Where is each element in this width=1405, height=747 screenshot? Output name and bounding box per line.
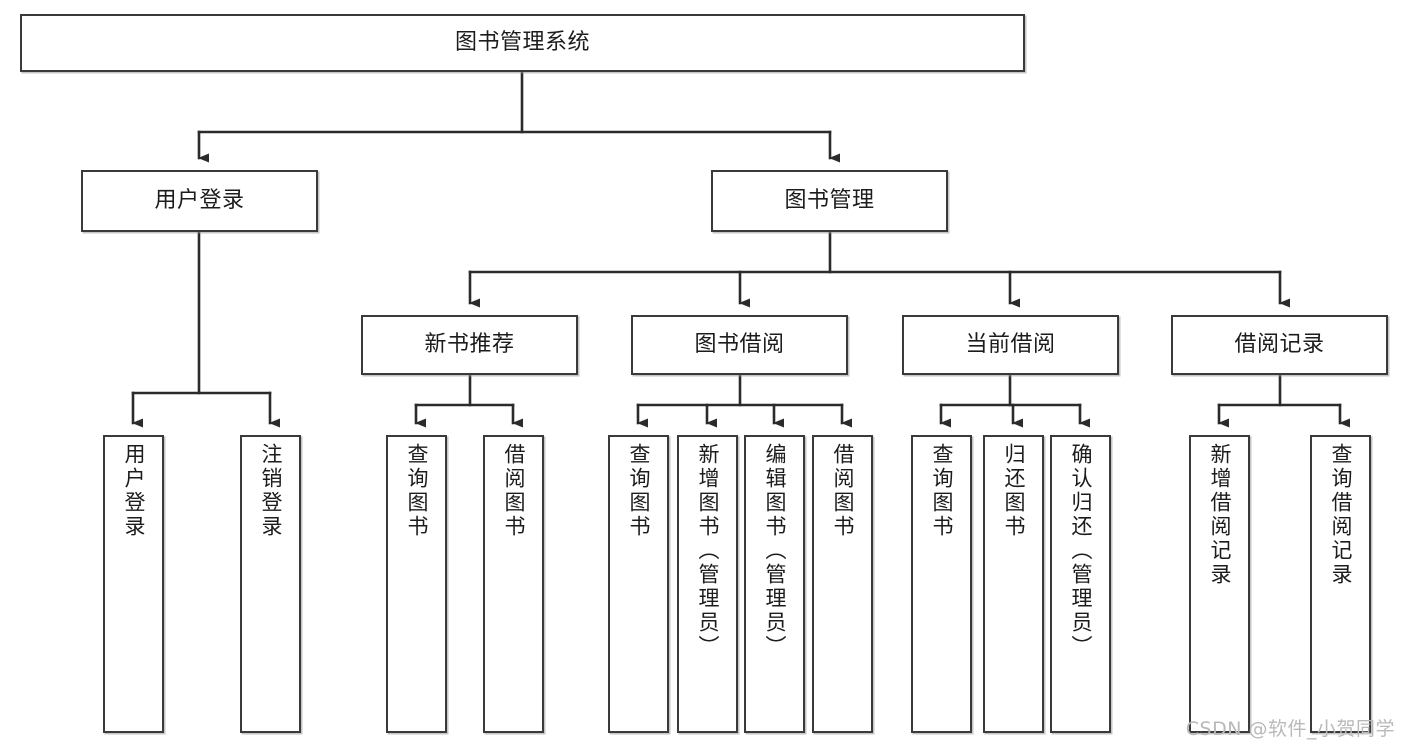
leaf-label: 查询图书 <box>405 443 429 539</box>
node-label: 借阅记录 <box>1234 331 1325 357</box>
node-label: 当前借阅 <box>965 331 1056 357</box>
leaf-return-book[interactable]: 归还图书 <box>983 435 1044 733</box>
leaf-label: 查询图书 <box>627 443 651 539</box>
leaf-borrow-book-newbook[interactable]: 借阅图书 <box>483 435 544 733</box>
node-current-borrowing[interactable]: 当前借阅 <box>902 315 1119 375</box>
node-book-management[interactable]: 图书管理 <box>711 170 948 232</box>
leaf-query-book-newbook[interactable]: 查询图书 <box>386 435 447 733</box>
node-borrowing-records[interactable]: 借阅记录 <box>1171 315 1388 375</box>
leaf-logout[interactable]: 注销登录 <box>240 435 301 733</box>
node-book-borrowing[interactable]: 图书借阅 <box>631 315 848 375</box>
node-user-login[interactable]: 用户登录 <box>81 170 318 232</box>
leaf-add-book-admin[interactable]: 新增图书（管理员） <box>677 435 738 733</box>
leaf-user-login[interactable]: 用户登录 <box>103 435 164 733</box>
leaf-label: 用户登录 <box>122 443 146 539</box>
leaf-label: 确认归还（管理员） <box>1069 443 1093 659</box>
node-book-management-system[interactable]: 图书管理系统 <box>20 14 1025 72</box>
leaf-label: 归还图书 <box>1002 443 1026 539</box>
leaf-add-borrow-record[interactable]: 新增借阅记录 <box>1189 435 1250 733</box>
node-label: 图书管理 <box>784 187 875 213</box>
node-label: 新书推荐 <box>424 331 515 357</box>
leaf-label: 借阅图书 <box>502 443 526 539</box>
leaf-query-book-borrow[interactable]: 查询图书 <box>608 435 669 733</box>
leaf-label: 注销登录 <box>259 443 283 539</box>
leaf-confirm-return-admin[interactable]: 确认归还（管理员） <box>1050 435 1111 733</box>
leaf-edit-book-admin[interactable]: 编辑图书（管理员） <box>744 435 805 733</box>
leaf-label: 新增图书（管理员） <box>696 443 720 659</box>
leaf-label: 查询图书 <box>930 443 954 539</box>
leaf-borrow-book[interactable]: 借阅图书 <box>812 435 873 733</box>
leaf-label: 查询借阅记录 <box>1329 443 1353 587</box>
leaf-label: 借阅图书 <box>831 443 855 539</box>
node-new-book-recommendation[interactable]: 新书推荐 <box>361 315 578 375</box>
node-label: 用户登录 <box>154 187 245 213</box>
node-label: 图书管理系统 <box>454 29 590 55</box>
node-label: 图书借阅 <box>694 331 785 357</box>
leaf-query-borrow-record[interactable]: 查询借阅记录 <box>1310 435 1371 733</box>
leaf-label: 编辑图书（管理员） <box>763 443 787 659</box>
leaf-query-book-current[interactable]: 查询图书 <box>911 435 972 733</box>
leaf-label: 新增借阅记录 <box>1208 443 1232 587</box>
